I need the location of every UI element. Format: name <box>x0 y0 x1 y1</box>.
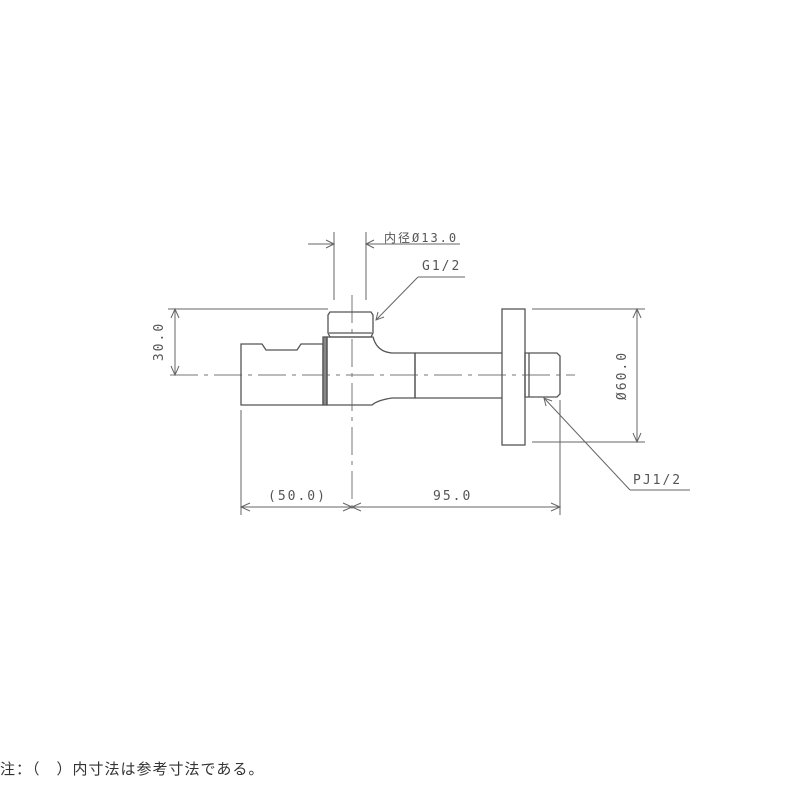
top-nipple <box>327 311 374 338</box>
inner-diameter-label: 内径Ø13.0 <box>384 231 459 245</box>
top-thread-label: G1/2 <box>422 259 462 274</box>
dim-height <box>168 307 328 377</box>
wall-flange <box>501 308 526 446</box>
valve-body <box>326 336 416 406</box>
dim-inner-diameter <box>308 232 460 300</box>
valve-handle <box>240 343 324 406</box>
dim-flange-diameter <box>532 307 645 444</box>
dim-lengths <box>239 400 562 515</box>
leader-g12 <box>375 276 465 321</box>
outlet-nipple <box>524 352 561 398</box>
height-dimension-label: 30.0 <box>152 321 168 362</box>
leader-pj12 <box>543 397 690 491</box>
body-length-label: 95.0 <box>433 489 473 504</box>
outlet-thread-label: PJ1/2 <box>633 473 683 488</box>
handle-length-label: (50.0) <box>268 489 327 504</box>
reference-note: 注：（ ）内寸法は参考寸法である。 <box>0 760 265 778</box>
flange-diameter-label: Ø60.0 <box>615 350 631 401</box>
